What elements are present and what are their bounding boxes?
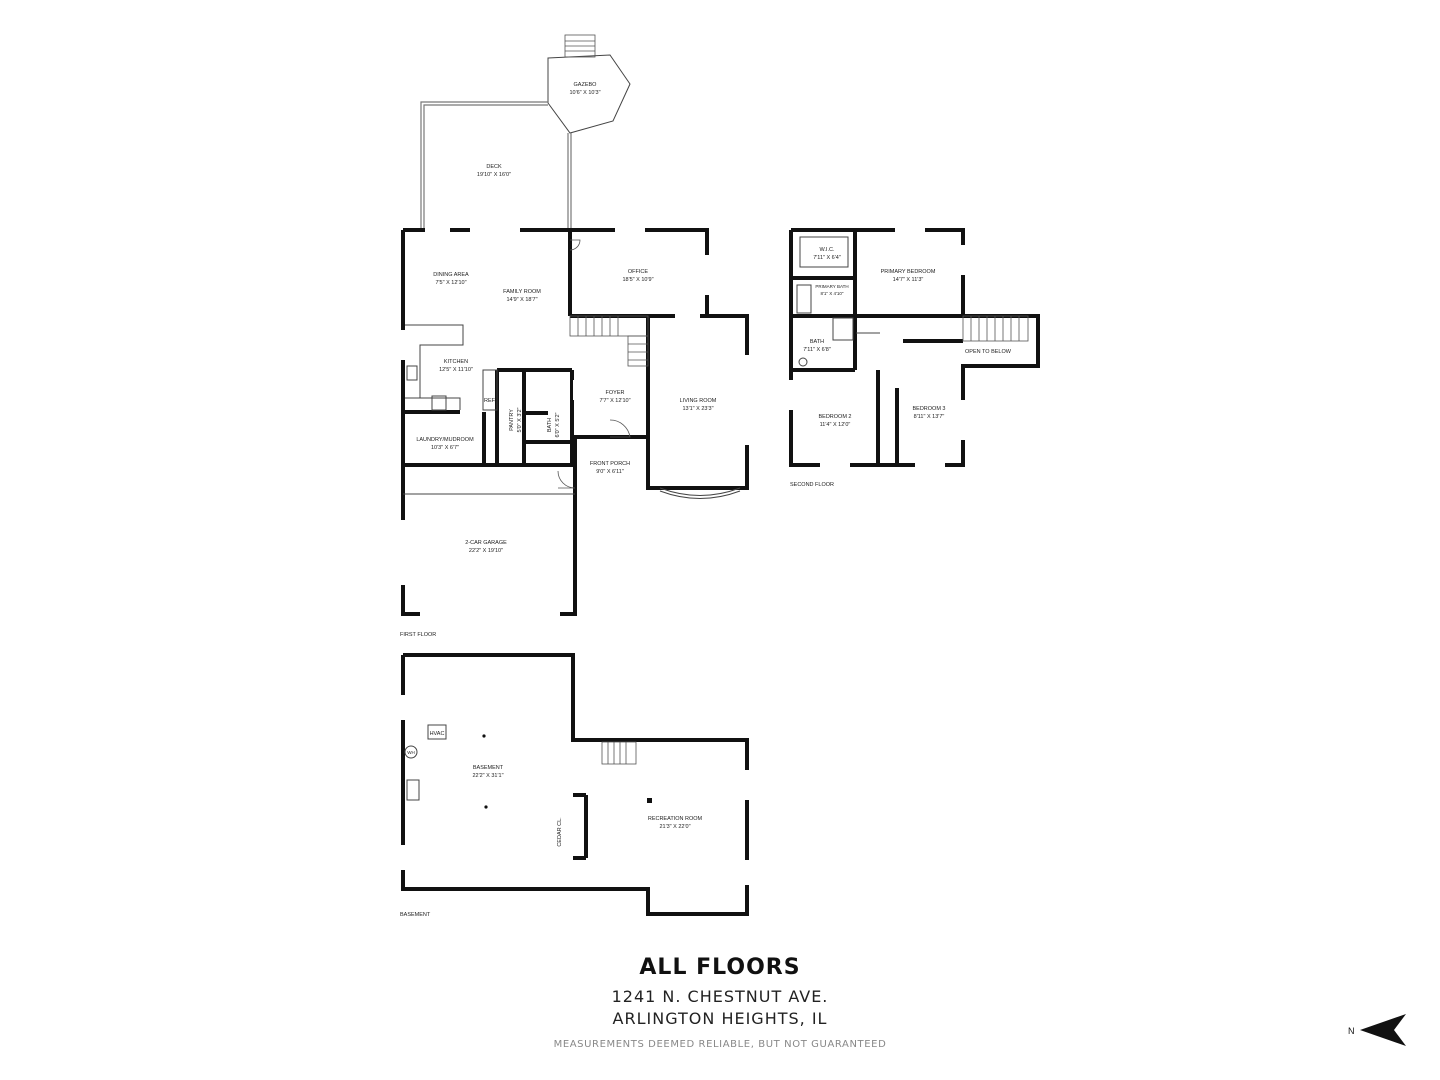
deck-label: DECK [486,164,502,170]
basement-label: BASEMENT [473,765,504,771]
plan-title: ALL FLOORS [639,955,801,980]
primary-bath-dims: 8'1" X 4'10" [821,291,844,296]
second-bath-label: BATH [810,339,824,345]
ref-label: REF. [484,398,496,404]
disclaimer: MEASUREMENTS DEEMED RELIABLE, BUT NOT GU… [553,1039,887,1050]
kitchen-dims: 12'5" X 11'10" [439,367,473,373]
office-label: OFFICE [628,269,648,275]
hvac-label: HVAC [430,731,445,737]
second-bath-dims: 7'11" X 6'8" [803,347,831,353]
wic-dims: 7'11" X 6'4" [813,255,841,261]
foyer-label: FOYER [606,390,625,396]
recreation-label: RECREATION ROOM [648,816,703,822]
pantry-label: PANTRY [509,409,515,431]
laundry-dims: 10'3" X 6'7" [431,445,459,451]
basement-floor: HVAC WH BASEMENT 22'2" X 31'1" CEDAR CL.… [400,653,749,918]
garage-dims: 22'2" X 19'10" [469,548,503,554]
bedroom3-label: BEDROOM 3 [912,406,945,412]
kitchen-label: KITCHEN [444,359,468,365]
primary-bedroom-dims: 14'7" X 11'3" [893,277,924,283]
dining-label: DINING AREA [433,272,469,278]
first-floor-walls [401,228,749,616]
north-arrow-icon: N [1346,1012,1410,1052]
pantry-dims: 5'0" X 3'2" [517,407,523,432]
basement-walls [401,653,749,916]
laundry-label: LAUNDRY/MUDROOM [416,437,474,443]
primary-bath-label: PRIMARY BATH [815,284,848,289]
garage-label: 2-CAR GARAGE [465,540,507,546]
dining-dims: 7'5" X 12'10" [435,280,466,286]
first-floor-label: FIRST FLOOR [400,632,436,638]
north-letter: N [1348,1026,1355,1036]
wic-label: W.I.C. [820,247,835,253]
open-below-label: OPEN TO BELOW [965,349,1012,355]
address-line-1: 1241 N. CHESTNUT AVE. [611,987,829,1006]
living-label: LIVING ROOM [680,398,717,404]
gazebo-dims: 10'6" X 10'3" [569,90,600,96]
family-label: FAMILY ROOM [503,289,541,295]
basement-dims: 22'2" X 31'1" [472,773,503,779]
water-heater-label: WH [407,750,415,755]
bedroom2-dims: 11'4" X 12'0" [820,422,851,428]
bath-dims: 6'0" X 5'2" [555,412,561,437]
gazebo-outline [547,54,631,134]
floor-plan-drawing: GAZEBO 10'6" X 10'3" DECK 19'10" X 16'0" [400,34,1040,918]
bedroom3-dims: 8'11" X 13'7" [914,414,945,420]
bath-label: BATH [547,418,553,432]
deck-dims: 19'10" X 16'0" [477,172,511,178]
recreation-dims: 21'3" X 22'0" [659,824,690,830]
cedar-closet-label: CEDAR CL. [557,817,563,847]
family-dims: 14'9" X 18'7" [506,297,537,303]
gazebo-label: GAZEBO [574,82,598,88]
second-floor: W.I.C. 7'11" X 6'4" PRIMARY BEDROOM 14'7… [789,228,1040,488]
deck-outline [420,101,548,230]
first-floor: GAZEBO 10'6" X 10'3" DECK 19'10" X 16'0" [400,34,749,638]
foyer-dims: 7'7" X 12'10" [599,398,630,404]
office-dims: 18'5" X 10'9" [622,277,653,283]
second-floor-label: SECOND FLOOR [790,482,834,488]
living-dims: 13'1" X 23'3" [682,406,713,412]
porch-label: FRONT PORCH [590,461,630,467]
bedroom2-label: BEDROOM 2 [818,414,851,420]
porch-dims: 9'0" X 6'11" [596,469,624,475]
primary-bedroom-label: PRIMARY BEDROOM [881,269,936,275]
address-line-2: ARLINGTON HEIGHTS, IL [612,1009,828,1028]
basement-floor-label: BASEMENT [400,912,431,918]
